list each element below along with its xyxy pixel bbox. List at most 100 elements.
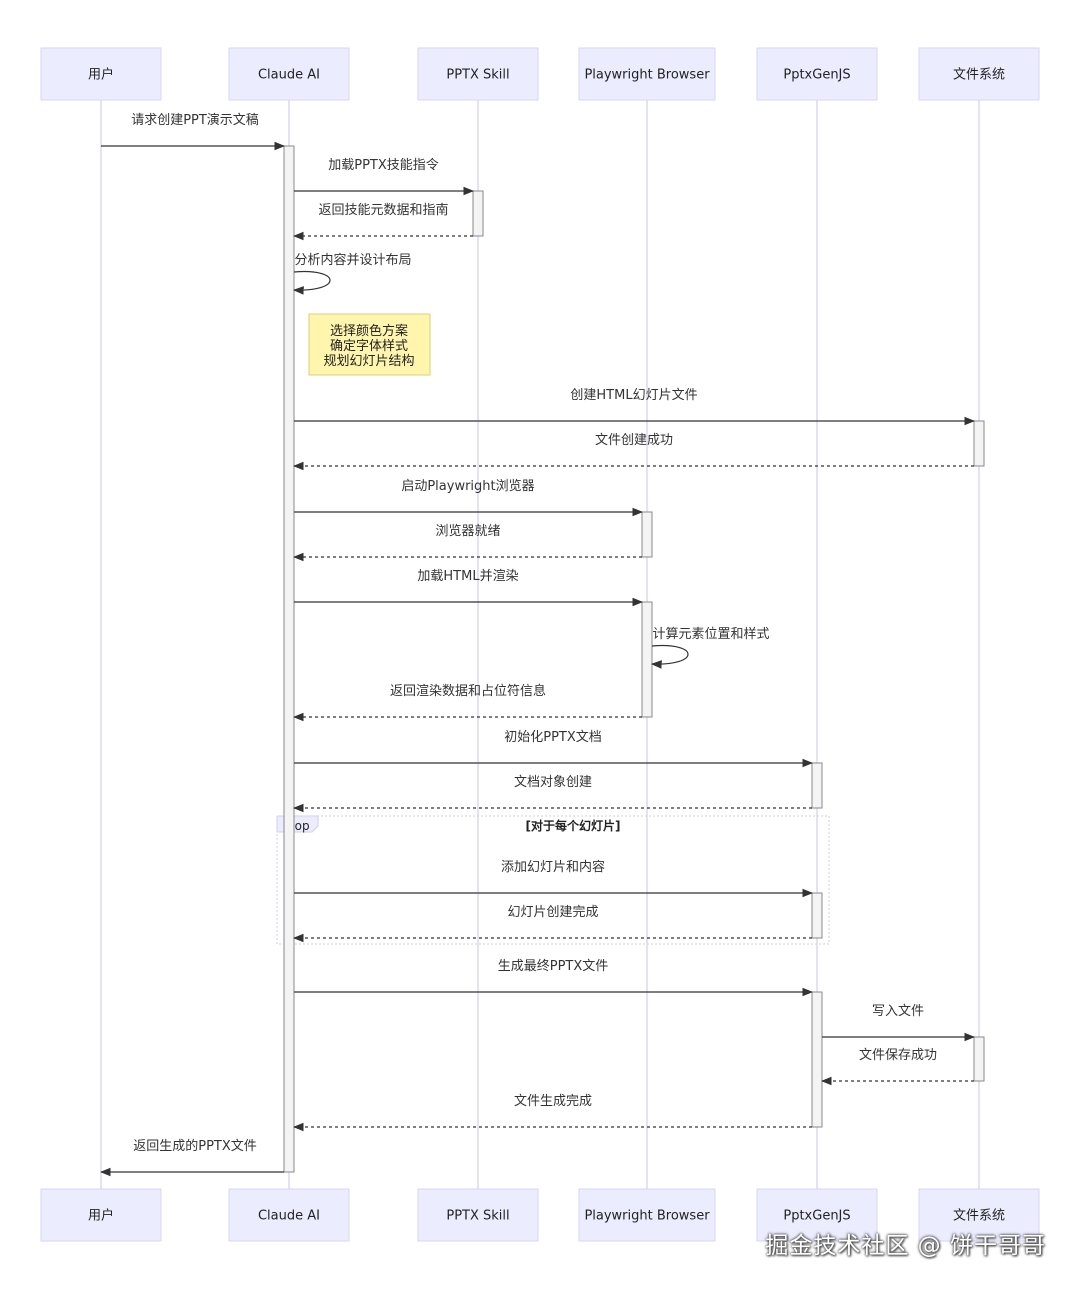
message-label: 请求创建PPT演示文稿 <box>131 112 259 128</box>
participant-box <box>918 47 1040 101</box>
loop-condition: [对于每个幻灯片] <box>526 818 621 833</box>
activation-bar <box>811 762 823 809</box>
participant-box <box>578 47 716 101</box>
participant-box <box>40 1188 162 1242</box>
message-4: 分析内容并设计布局 <box>292 252 412 295</box>
note-line: 选择颜色方案 <box>330 323 408 339</box>
activation-bar <box>641 601 653 718</box>
message-label: 创建HTML幻灯片文件 <box>570 388 697 403</box>
activation-bar <box>973 420 985 467</box>
participant-label: Playwright Browser <box>584 68 710 83</box>
message-13: 文档对象创建 <box>292 775 812 813</box>
participant-label: PPTX Skill <box>446 1209 509 1224</box>
participant-box <box>756 1188 878 1242</box>
participant-box <box>40 47 162 101</box>
participant-user-top: 用户 <box>40 47 162 101</box>
participant-label: Claude AI <box>258 68 320 83</box>
participant-label: 用户 <box>88 1208 114 1224</box>
participant-claude-top: Claude AI <box>228 47 350 101</box>
participant-gen-top: PptxGenJS <box>756 47 878 101</box>
message-label: 启动Playwright浏览器 <box>401 478 534 494</box>
message-label: 幻灯片创建完成 <box>507 905 598 920</box>
message-label: 文档对象创建 <box>514 775 592 790</box>
note-line: 确定字体样式 <box>330 339 408 354</box>
watermark: 掘金技术社区 @ 饼干哥哥 <box>765 1233 1046 1259</box>
message-16: 生成最终PPTX文件 <box>294 958 814 997</box>
participant-box <box>417 1188 539 1242</box>
activation-bar <box>811 991 823 1128</box>
message-17: 写入文件 <box>822 1004 976 1042</box>
participant-claude-bottom: Claude AI <box>228 1188 350 1242</box>
message-label: 加载PPTX技能指令 <box>328 158 439 173</box>
participant-label: PptxGenJS <box>783 1209 850 1224</box>
messages: 请求创建PPT演示文稿加载PPTX技能指令返回技能元数据和指南分析内容并设计布局… <box>99 112 976 1177</box>
participant-label: PPTX Skill <box>446 68 509 83</box>
message-label: 加载HTML并渲染 <box>417 569 518 584</box>
participant-user-bottom: 用户 <box>40 1188 162 1242</box>
message-5: 创建HTML幻灯片文件 <box>294 388 976 426</box>
message-15: 幻灯片创建完成 <box>292 905 812 943</box>
message-11: 返回渲染数据和占位符信息 <box>292 683 642 722</box>
message-6: 文件创建成功 <box>292 433 974 471</box>
activation-bar <box>283 145 295 1173</box>
participant-browser-top: Playwright Browser <box>578 47 716 101</box>
message-label: 生成最终PPTX文件 <box>498 958 609 974</box>
lifelines <box>100 100 980 1189</box>
participant-box <box>417 47 539 101</box>
participant-browser-bottom: Playwright Browser <box>578 1188 716 1242</box>
participant-box <box>756 47 878 101</box>
participant-box <box>918 1188 1040 1242</box>
activation-bar <box>811 892 823 939</box>
participant-label: Playwright Browser <box>584 1209 710 1224</box>
note-box <box>308 313 431 376</box>
message-label: 文件保存成功 <box>859 1048 937 1063</box>
participant-skill-top: PPTX Skill <box>417 47 539 101</box>
self-message-arrow <box>292 270 331 295</box>
message-8: 浏览器就绪 <box>292 523 642 562</box>
note-line: 规划幻灯片结构 <box>323 354 414 369</box>
message-12: 初始化PPTX文档 <box>294 730 814 768</box>
participant-label: Claude AI <box>258 1209 320 1224</box>
message-label: 文件生成完成 <box>514 1094 592 1109</box>
activations <box>283 145 985 1173</box>
message-20: 返回生成的PPTX文件 <box>99 1138 284 1177</box>
message-label: 添加幻灯片和内容 <box>501 859 605 875</box>
participant-box <box>578 1188 716 1242</box>
activation-bar <box>472 190 484 237</box>
message-2: 加载PPTX技能指令 <box>294 158 475 196</box>
message-label: 返回生成的PPTX文件 <box>133 1138 257 1154</box>
participant-label: PptxGenJS <box>783 68 850 83</box>
message-19: 文件生成完成 <box>292 1094 812 1132</box>
loop-frame <box>276 815 830 945</box>
self-message-arrow <box>650 644 689 669</box>
participant-gen-bottom: PptxGenJS <box>756 1188 878 1242</box>
activation-bar <box>641 511 653 558</box>
message-9: 加载HTML并渲染 <box>294 569 644 607</box>
participant-skill-bottom: PPTX Skill <box>417 1188 539 1242</box>
participant-label: 用户 <box>88 67 114 83</box>
message-14: 添加幻灯片和内容 <box>294 859 814 898</box>
message-18: 文件保存成功 <box>820 1048 974 1086</box>
message-label: 写入文件 <box>872 1004 924 1019</box>
activation-bar <box>973 1036 985 1082</box>
message-label: 浏览器就绪 <box>435 523 500 539</box>
participant-fs-top: 文件系统 <box>918 47 1040 101</box>
message-7: 启动Playwright浏览器 <box>294 478 644 517</box>
message-3: 返回技能元数据和指南 <box>292 202 473 241</box>
message-label: 返回技能元数据和指南 <box>318 202 448 218</box>
message-label: 返回渲染数据和占位符信息 <box>390 683 546 699</box>
participant-label: 文件系统 <box>953 68 1005 83</box>
participant-box <box>228 1188 350 1242</box>
message-label: 分析内容并设计布局 <box>294 252 411 268</box>
message-label: 计算元素位置和样式 <box>652 627 769 642</box>
participant-fs-bottom: 文件系统 <box>918 1188 1040 1242</box>
loop-fragment: loop[对于每个幻灯片] <box>276 815 830 945</box>
participant-box <box>228 47 350 101</box>
message-1: 请求创建PPT演示文稿 <box>101 112 286 151</box>
participant-label: 文件系统 <box>953 1209 1005 1224</box>
message-10: 计算元素位置和样式 <box>650 627 770 669</box>
message-label: 初始化PPTX文档 <box>504 730 602 745</box>
